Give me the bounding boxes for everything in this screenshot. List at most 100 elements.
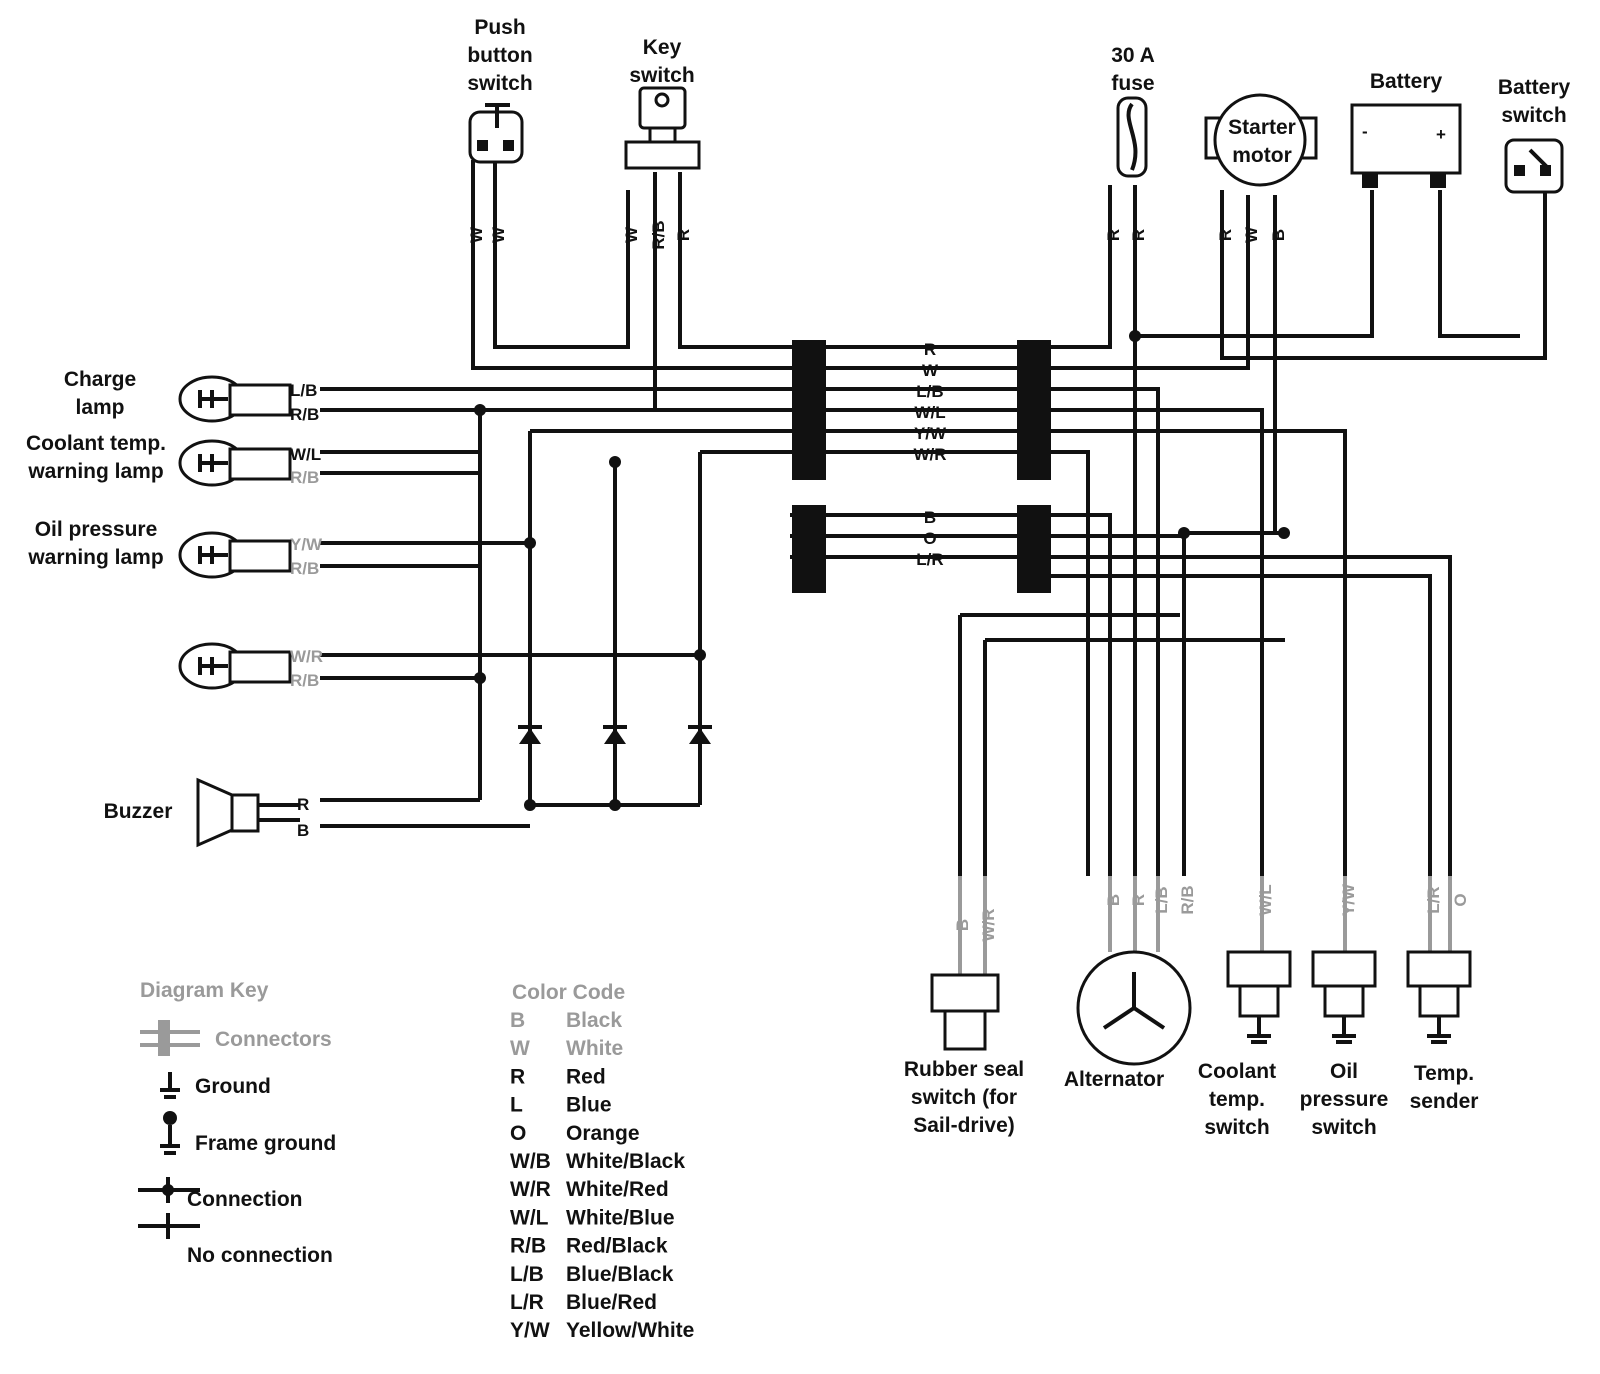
wire-label: Y/W [290,535,323,554]
connector-block-lower-left [792,505,826,593]
wire-label: R/B [290,671,319,690]
wire-label: W [467,226,486,243]
color-code-title: Color Code [512,981,625,1004]
color-code-entry-code: R/B [510,1235,546,1258]
harness-wire-label: W [922,361,939,380]
harness-wire-label: Y/W [914,424,947,443]
coolant-lamp-symbol [178,439,292,487]
fuse-symbol [1116,96,1148,178]
wire-label: B [297,821,309,840]
wire-label: B [1269,229,1288,241]
rubber-seal-switch-symbol [930,973,1000,1051]
wire-label: R [1216,229,1235,241]
wire-label: R/B [290,559,319,578]
wire-label: L/B [290,381,317,400]
wire-label: R [1104,229,1123,241]
color-code-entry-name: White/Blue [566,1206,675,1229]
diagram-key-title: Diagram Key [140,979,269,1002]
alternator-symbol [1076,950,1192,1066]
color-code-entry-name: Blue/Red [566,1291,657,1314]
diagram-key-connectors: Connectors [215,1028,332,1051]
color-code-entry-code: W/B [510,1150,551,1173]
wire-label: W/L [1256,884,1275,915]
connector-block-lower-right [1017,505,1051,593]
color-code-entry-name: Orange [566,1122,640,1145]
color-code-entry-name: White/Red [566,1178,669,1201]
connector-block-upper-left [792,340,826,480]
svg-text:+: + [1436,125,1446,144]
harness-wire-label: W/L [914,403,945,422]
color-code-entry-code: O [510,1122,526,1145]
battery-label: Battery [1370,70,1443,93]
wire-label: B [1104,894,1123,906]
diode-3 [688,725,712,744]
battery-switch-symbol [1504,138,1564,194]
wire-label: L/R [1424,886,1443,913]
wire-label: L/B [1152,886,1171,913]
charge-lamp-symbol [178,375,292,423]
color-code-entry-name: Blue/Black [566,1263,674,1286]
color-code-entry-code: W/L [510,1206,549,1229]
svg-text:-: - [1362,122,1368,141]
wire-label: O [1451,893,1470,906]
wire-label: W/L [290,445,321,464]
diagram-key-frame-ground: Frame ground [195,1132,336,1155]
color-code-entry-name: Red [566,1065,606,1088]
color-code-entry-code: L [510,1094,523,1117]
color-code-entry-code: Y/W [510,1319,550,1342]
coolant-warning-lamp-label: Coolant temp.warning lamp [26,432,166,483]
color-code-entry-name: Black [566,1009,622,1032]
color-code-entry-name: Blue [566,1094,612,1117]
wire-label: R [674,229,693,241]
diagram-key-ground: Ground [195,1075,271,1098]
color-code-entry-name: White/Black [566,1150,685,1173]
diagram-key: Diagram Key Connectors Ground Frame grou… [138,979,336,1267]
fourth-lamp-symbol [178,642,292,690]
wire-label: W [1242,226,1261,243]
wire-label: Y/W [1339,883,1358,916]
wiring [320,160,1547,975]
diagram-key-connection: Connection [187,1188,303,1211]
wire-label: W [489,226,508,243]
diagram-key-no-connection: No connection [187,1244,333,1267]
oil-switch-symbol [1311,950,1377,1044]
color-code-entry-code: W/R [510,1178,551,1201]
oil-lamp-symbol [178,531,292,579]
harness-wire-label: W/R [913,445,946,464]
wire-label: R [297,795,309,814]
color-code-entry-code: W [510,1037,530,1060]
starter-motor-symbol [1204,93,1318,187]
key-switch [624,86,701,170]
coolant-switch-symbol [1226,950,1292,1044]
buzzer-label: Buzzer [104,800,173,823]
temp-sender-symbol [1406,950,1472,1044]
harness-wire-label: R [924,340,936,359]
wire-label: W/R [979,908,998,941]
color-code-entry-name: White [566,1037,623,1060]
color-code-entry-code: L/B [510,1263,544,1286]
diode-1 [518,725,542,744]
wire-label: W/R [290,647,323,666]
wire-label: R/B [649,220,668,249]
harness-wire-label: B [924,508,936,527]
wire-label: R/B [290,468,319,487]
color-code-entry-name: Red/Black [566,1235,668,1258]
push-button-switch [468,103,524,164]
buzzer-symbol [196,777,300,848]
harness-wire-label: O [923,529,936,548]
harness-wire-label: L/B [916,382,943,401]
color-code-entry-code: B [510,1009,525,1032]
harness-wire-label: L/R [916,550,943,569]
